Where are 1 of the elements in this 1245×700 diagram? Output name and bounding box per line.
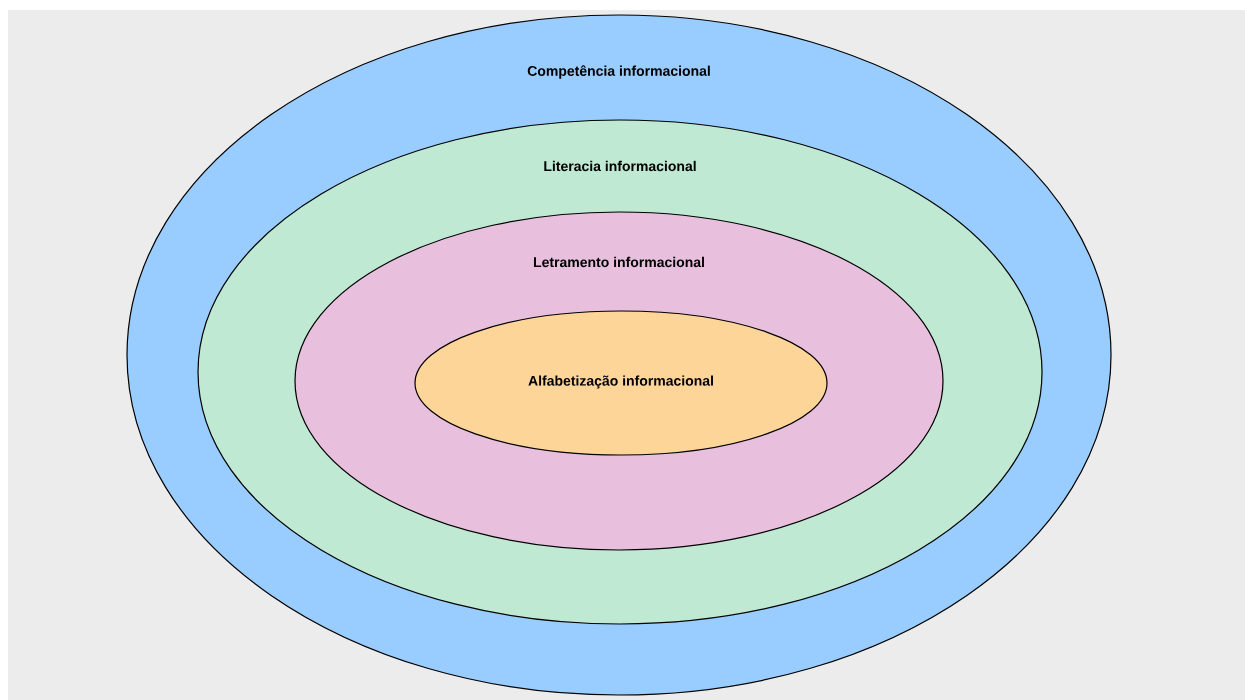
ellipse-band: Alfabetização informacional: [414, 310, 828, 456]
